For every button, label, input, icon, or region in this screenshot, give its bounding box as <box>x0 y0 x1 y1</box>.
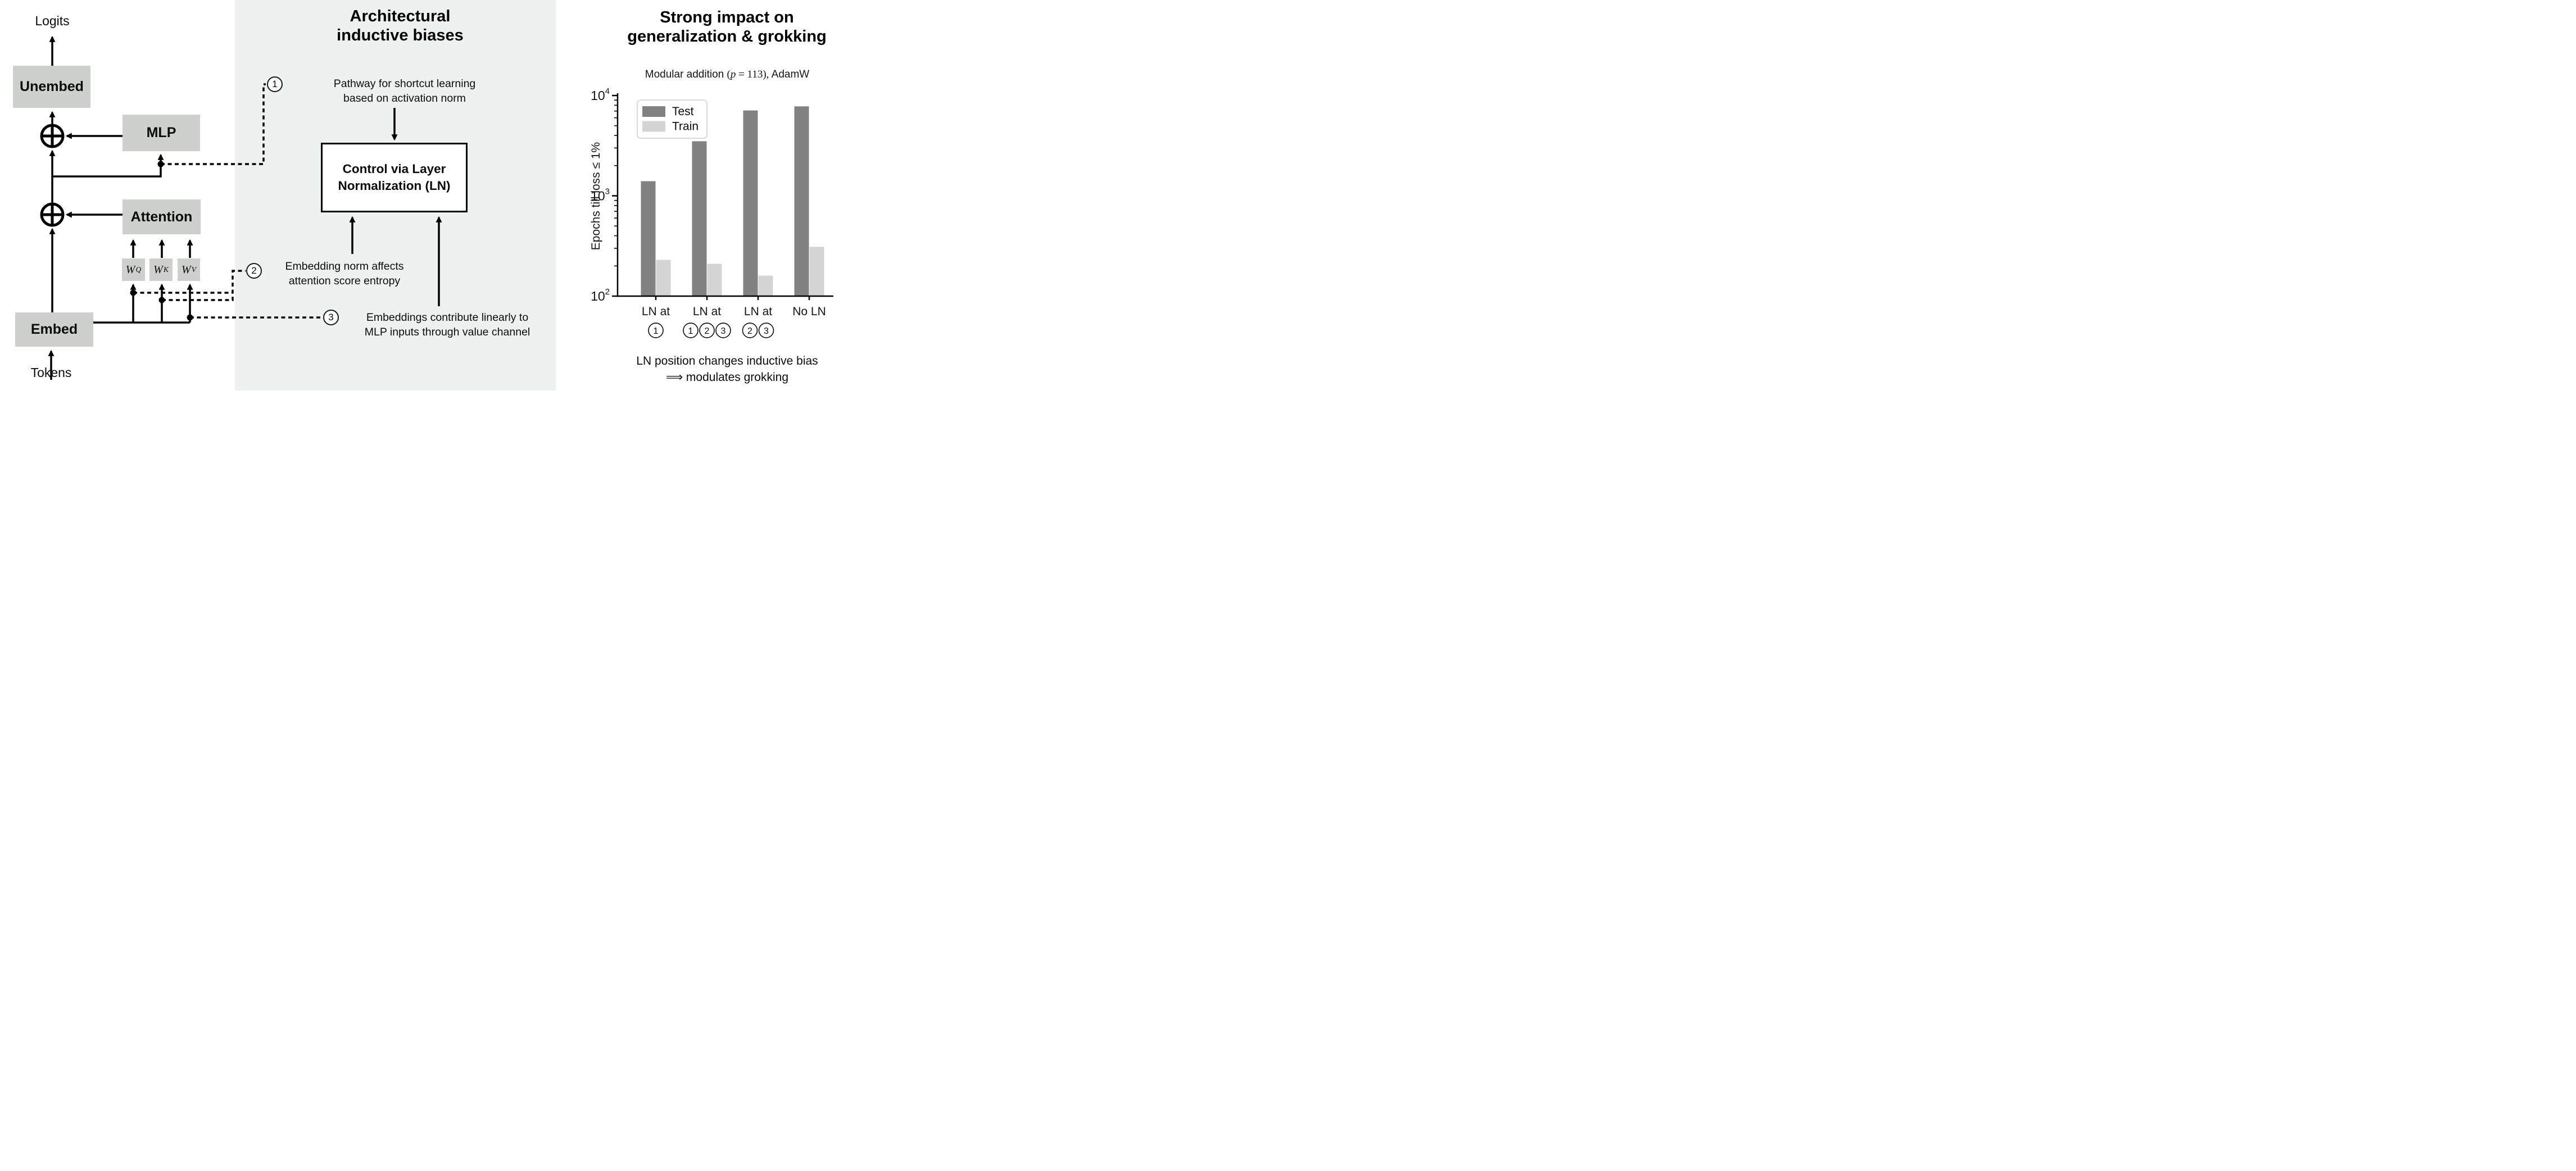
add-node-cross-icon <box>42 204 63 225</box>
dashed-path-2b <box>162 270 246 301</box>
arrow-branch-to-mlp <box>52 153 164 178</box>
wq-base: W <box>125 263 135 276</box>
control-ln-line1: Control via Layer <box>342 162 446 176</box>
mlp-box: MLP <box>123 115 200 151</box>
wv-base: W <box>182 263 191 276</box>
note1-line1: Pathway for shortcut learning <box>333 78 476 90</box>
bar-test-group1 <box>641 181 656 296</box>
add-node-cross-icon <box>42 125 63 147</box>
add-node-icon <box>40 124 65 148</box>
logits-label: Logits <box>35 13 70 28</box>
chart-subtitle-suffix: AdamW <box>769 69 810 80</box>
wk-base: W <box>153 263 163 276</box>
bar-train-group3 <box>758 275 773 296</box>
x-category-label: LN at <box>744 305 772 318</box>
bar-test-group2 <box>692 141 707 296</box>
wv-sup: V <box>191 265 196 274</box>
residual-add-nodes <box>40 124 65 227</box>
chart-subtitle-paren: ( <box>727 69 731 80</box>
bar-train-group4 <box>809 247 824 296</box>
x-badge-circle <box>648 323 664 338</box>
tap-dot-wv <box>187 314 193 321</box>
note3-text: Embeddings contribute linearly to MLP in… <box>344 310 551 339</box>
legend-swatch-test <box>642 106 665 117</box>
middle-panel-title-line2: inductive biases <box>337 26 464 44</box>
note2-badge: 2 <box>246 263 262 279</box>
x-badge-circle <box>699 323 715 338</box>
x-badge-number: 2 <box>705 326 710 336</box>
note3-line2: MLP inputs through value channel <box>364 326 530 338</box>
note1-text: Pathway for shortcut learning based on a… <box>312 76 497 106</box>
x-badge-circle <box>715 323 731 338</box>
note2-line2: attention score entropy <box>288 275 401 287</box>
x-category-label: LN at <box>642 305 670 318</box>
bar-test-group4 <box>794 106 809 296</box>
add-node-icon <box>40 202 65 227</box>
control-ln-box: Control via Layer Normalization (LN) <box>321 143 468 212</box>
x-badge-number: 1 <box>654 326 659 336</box>
chart-ylabel: Epochs till loss ≤ 1% <box>589 142 602 251</box>
wq-sup: Q <box>135 265 142 274</box>
embed-box: Embed <box>15 312 93 347</box>
tap-dot-mlp-input <box>157 161 164 167</box>
bar-train-group1 <box>656 260 671 296</box>
note2-text: Embedding norm affects attention score e… <box>266 259 423 288</box>
right-panel-title-line2: generalization & grokking <box>627 28 827 46</box>
x-badge-number: 1 <box>688 326 693 336</box>
unembed-box: Unembed <box>13 66 90 108</box>
x-badge-number: 3 <box>764 326 769 336</box>
middle-panel-title-line1: Architectural <box>350 7 451 25</box>
note1-badge: 1 <box>267 76 283 92</box>
bar-train-group2 <box>707 264 722 296</box>
chart-subtitle-var: p <box>730 69 736 80</box>
tap-dots <box>130 161 193 321</box>
wk-sup: K <box>163 265 169 274</box>
caption-line1: LN position changes inductive bias <box>636 355 818 367</box>
chart-subtitle-prefix: Modular addition <box>645 69 727 80</box>
control-ln-line2: Normalization (LN) <box>338 179 451 193</box>
legend-box <box>637 99 708 139</box>
right-panel-caption: LN position changes inductive bias ⟹ mod… <box>596 353 859 385</box>
note3-badge: 3 <box>323 310 339 325</box>
chart-subtitle: Modular addition (p = 113), AdamW <box>615 69 840 81</box>
x-badge-circle <box>742 323 758 338</box>
chart-subtitle-rest: = 113), <box>736 69 769 80</box>
caption-line2: ⟹ modulates grokking <box>665 371 789 384</box>
x-badge-circle <box>683 323 699 338</box>
note3-line1: Embeddings contribute linearly to <box>366 311 529 324</box>
bar-test-group3 <box>743 110 758 296</box>
note2-line1: Embedding norm affects <box>285 260 404 273</box>
tap-dot-wk <box>158 297 165 303</box>
right-panel-title: Strong impact on generalization & grokki… <box>595 8 859 46</box>
x-category-label: LN at <box>693 305 721 318</box>
tokens-label: Tokens <box>30 365 72 380</box>
x-badge-number: 3 <box>721 326 726 336</box>
legend-label-test: Test <box>672 105 694 118</box>
legend-swatch-train <box>642 121 665 132</box>
legend-label-train: Train <box>672 120 699 133</box>
middle-panel-title: Architectural inductive biases <box>288 7 513 45</box>
x-badge-circle <box>758 323 774 338</box>
x-category-label: No LN <box>792 305 826 318</box>
tap-dot-wq <box>130 289 137 296</box>
attention-box: Attention <box>123 199 201 234</box>
x-badge-number: 2 <box>747 326 752 336</box>
note1-line2: based on activation norm <box>343 92 466 105</box>
right-panel-title-line1: Strong impact on <box>660 8 794 26</box>
